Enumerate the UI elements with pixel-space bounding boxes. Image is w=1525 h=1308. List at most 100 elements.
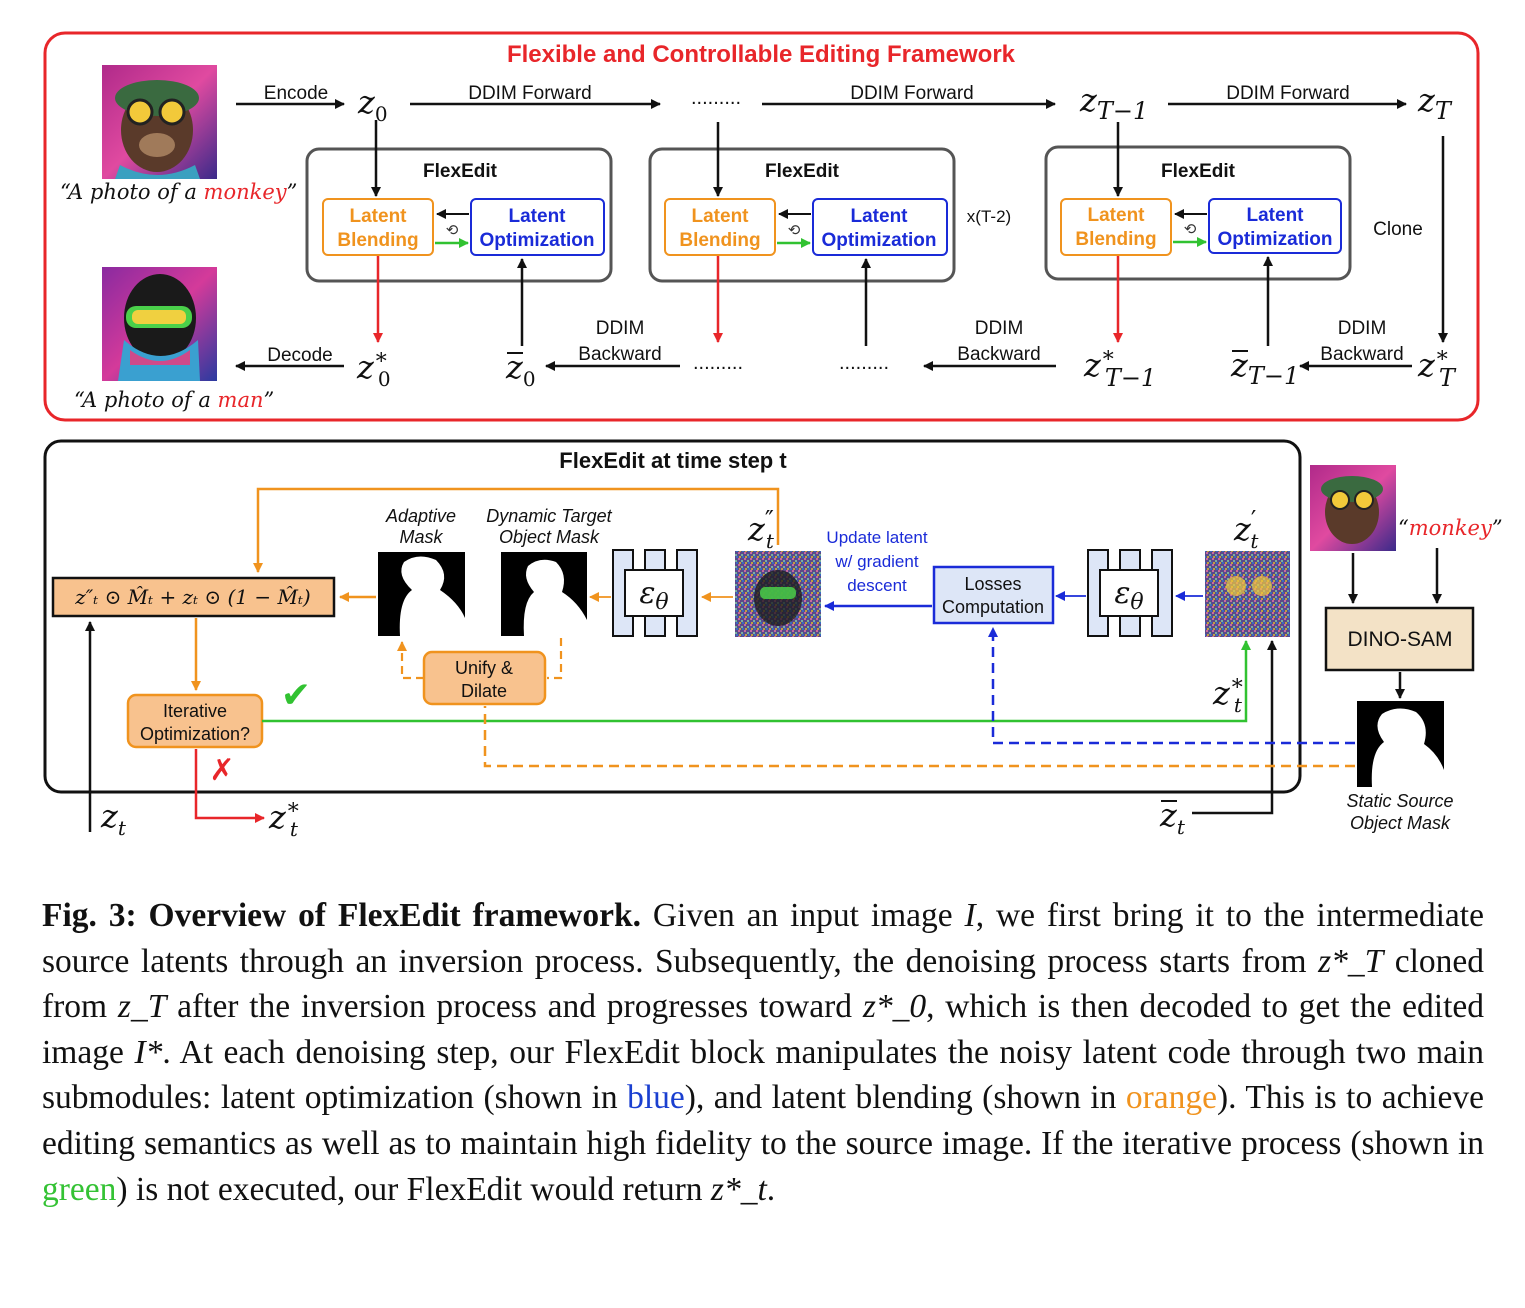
caption-text-9: ) is not executed, our FlexEdit would re… xyxy=(116,1170,711,1208)
caption-I: I xyxy=(964,897,976,934)
zT-1-star-label: z∗T−1 xyxy=(1083,343,1156,392)
svg-text:⟲: ⟲ xyxy=(788,222,801,239)
z-star-t-label: z∗t xyxy=(1212,671,1245,717)
dots-top: ......... xyxy=(691,87,741,109)
update-latent-label-2: w/ gradient xyxy=(834,552,918,571)
flexedit-block-1: FlexEdit Latent Blending Latent Optimiza… xyxy=(305,147,613,283)
unify-label-1: Unify & xyxy=(455,658,513,678)
dino-sam-label: DINO-SAM xyxy=(1348,628,1453,651)
blend-formula-box xyxy=(51,576,336,618)
epsilon-network-2: εθ xyxy=(1087,549,1173,637)
z0-star-label: z∗0 xyxy=(356,345,391,391)
static-mask-label-2: Object Mask xyxy=(1350,813,1451,833)
top-panel-frame xyxy=(43,31,1480,422)
ddim-backward-label-1a: DDIM xyxy=(596,318,645,339)
z-dprime-label: z″t xyxy=(747,506,775,553)
adaptive-mask-label-2: Mask xyxy=(399,527,443,547)
source-prompt: “A photo of a monkey” xyxy=(60,180,297,204)
svg-text:Latent: Latent xyxy=(350,206,408,227)
losses-label-2: Computation xyxy=(942,597,1044,617)
caption-zT: z_T xyxy=(117,988,167,1026)
z-dprime-image xyxy=(735,551,821,637)
zbar0-label: z0 xyxy=(505,348,536,391)
caption-text-1: Given an input image xyxy=(640,897,965,934)
svg-text:Optimization: Optimization xyxy=(1217,229,1332,250)
ddim-backward-label-3a: DDIM xyxy=(1338,318,1387,339)
zbarT-1-label: zT−1 xyxy=(1230,346,1299,390)
caption-text-3: cloned from xyxy=(42,942,1484,1026)
adaptive-mask-label-1: Adaptive xyxy=(385,506,456,526)
ddim-backward-label-1b: Backward xyxy=(578,344,661,365)
dino-sam-box xyxy=(1324,606,1475,672)
svg-text:Optimization: Optimization xyxy=(479,230,594,251)
iterative-label-2: Optimization? xyxy=(140,724,250,744)
ddim-backward-label-2a: DDIM xyxy=(975,318,1024,339)
iterative-label-1: Iterative xyxy=(163,701,227,721)
ddim-backward-label-3b: Backward xyxy=(1320,344,1403,365)
caption-orange-word: orange xyxy=(1125,1079,1217,1117)
caption-I-star: I* xyxy=(134,1033,163,1071)
ddim-forward-label-2: DDIM Forward xyxy=(850,83,974,104)
figure-caption: Fig. 3: Overview of FlexEdit framework. … xyxy=(42,893,1484,1212)
z-prime-label: z′t xyxy=(1233,506,1259,553)
flexedit-diagram: Flexible and Controllable Editing Framew… xyxy=(43,31,1503,841)
edited-image xyxy=(102,267,217,381)
red-output-line xyxy=(194,749,265,823)
svg-text:Blending: Blending xyxy=(337,230,418,251)
z-prime-image xyxy=(1205,551,1290,637)
svg-text:Latent: Latent xyxy=(1247,205,1305,226)
caption-zT-star: z*_T xyxy=(1318,942,1384,980)
losses-label-1: Losses xyxy=(964,574,1021,594)
caption-label: Fig. 3: Overview of FlexEdit framework. xyxy=(42,897,641,934)
ddim-backward-label-2b: Backward xyxy=(957,344,1040,365)
decode-label: Decode xyxy=(267,345,333,366)
keyword-source-image xyxy=(1310,465,1396,551)
svg-text:Blending: Blending xyxy=(1075,229,1156,250)
svg-text:Latent: Latent xyxy=(851,206,909,227)
keyword-label: “monkey” xyxy=(1398,516,1503,540)
clone-label: Clone xyxy=(1373,219,1423,240)
dots-bottom-2: ......... xyxy=(839,352,889,374)
flexedit-block-2: FlexEdit Latent Blending Latent Optimiza… xyxy=(648,147,956,283)
svg-text:Latent: Latent xyxy=(509,206,567,227)
blend-formula: z″ₜ ⊙ M̂ₜ + zₜ ⊙ (1 − M̂ₜ) xyxy=(74,585,310,609)
caption-text-8: ). This is to achieve editing semantics … xyxy=(42,1079,1484,1162)
svg-text:⟲: ⟲ xyxy=(446,222,459,239)
repeat-label: x(T-2) xyxy=(967,207,1011,226)
svg-text:εθ: εθ xyxy=(1114,576,1143,615)
caption-text-6: . At each denoising step, our FlexEdit b… xyxy=(42,1033,1484,1117)
static-mask-to-losses xyxy=(988,627,1355,745)
orange-feedback-line xyxy=(253,487,780,573)
update-latent-label-3: descent xyxy=(847,576,907,595)
svg-text:FlexEdit: FlexEdit xyxy=(423,161,498,182)
svg-text:Optimization: Optimization xyxy=(821,230,936,251)
zT-label: zT xyxy=(1417,81,1453,125)
caption-text-4: after the inversion process and progress… xyxy=(166,988,863,1026)
unify-label-2: Dilate xyxy=(461,681,507,701)
svg-text:Blending: Blending xyxy=(679,230,760,251)
caption-text-7: ), and latent blending (shown in xyxy=(684,1079,1126,1117)
zt-input-label: zt xyxy=(100,797,127,840)
zT-star-label: z∗T xyxy=(1417,343,1457,392)
caption-green-word: green xyxy=(42,1170,117,1208)
svg-text:⟲: ⟲ xyxy=(1184,221,1197,238)
adaptive-mask-image xyxy=(378,552,465,636)
svg-text:εθ: εθ xyxy=(639,576,668,615)
dynamic-mask-label-1: Dynamic Target xyxy=(486,506,612,526)
svg-text:FlexEdit: FlexEdit xyxy=(765,161,840,182)
zbar-t-label: zt xyxy=(1159,796,1186,839)
unify-to-adaptive-mask xyxy=(397,641,424,680)
static-mask-to-unify xyxy=(483,706,1355,768)
dynamic-mask-to-unify xyxy=(547,638,563,680)
update-latent-label-1: Update latent xyxy=(826,528,927,547)
bottom-panel-frame xyxy=(43,439,1302,794)
zT-1-label: zT−1 xyxy=(1079,81,1148,125)
svg-text:Latent: Latent xyxy=(692,206,750,227)
caption-z0-star: z*_0 xyxy=(862,988,927,1026)
cross-icon: ✗ xyxy=(209,754,234,787)
encode-label: Encode xyxy=(264,83,328,104)
caption-text-10: . xyxy=(766,1170,776,1208)
flexedit-block-3: FlexEdit Latent Blending Latent Optimiza… xyxy=(1044,145,1352,281)
static-source-mask-image xyxy=(1357,701,1444,787)
dynamic-mask-label-2: Object Mask xyxy=(499,527,600,547)
